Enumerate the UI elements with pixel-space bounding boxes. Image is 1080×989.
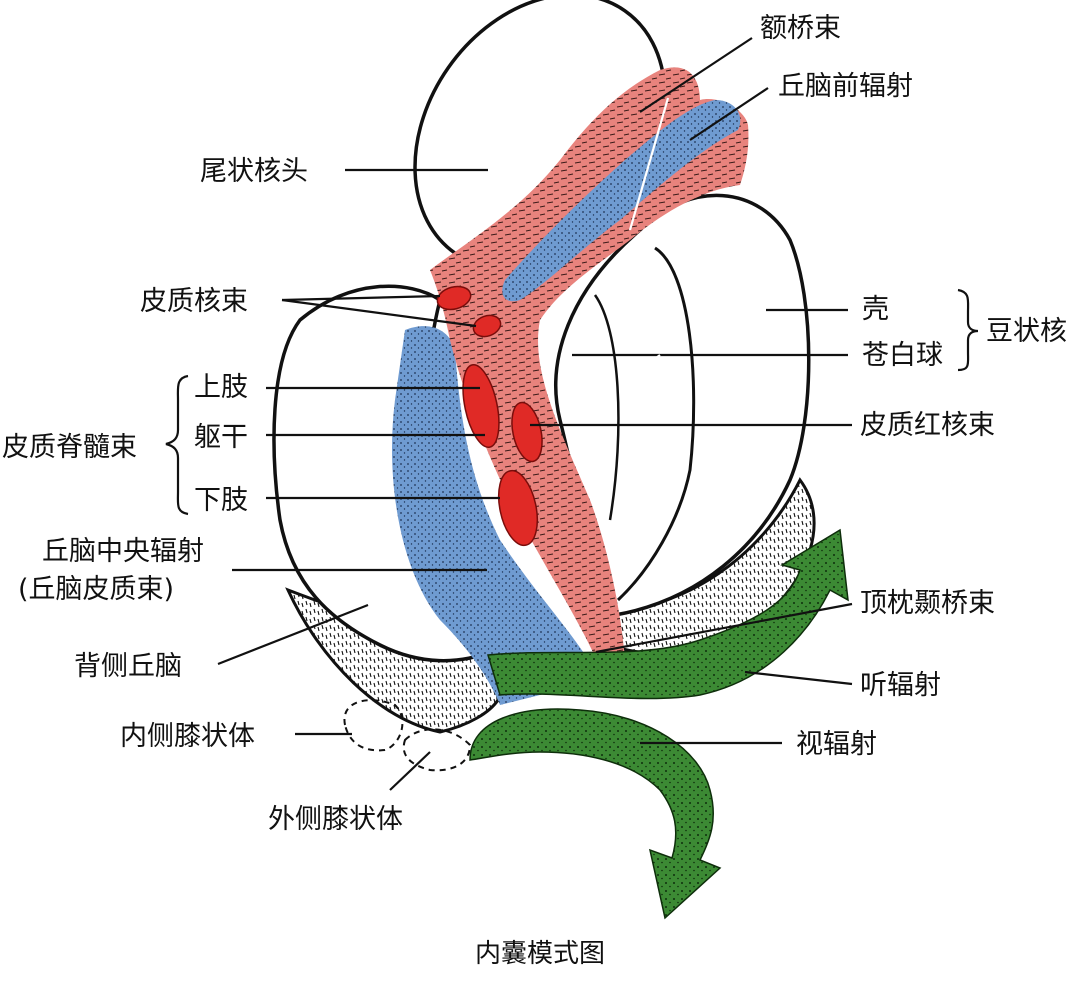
leader-corticonuclear-2 — [281, 298, 477, 328]
medial-geniculate-shape — [343, 699, 404, 752]
label-caudate-head: 尾状核头 — [200, 156, 308, 187]
upper-limb-oval — [462, 364, 500, 448]
label-globus-pallidus: 苍白球 — [862, 340, 943, 371]
lower-limb-oval — [497, 469, 539, 547]
label-lower-limb: 下肢 — [194, 485, 248, 516]
label-corticonuclear: 皮质核束 — [140, 286, 248, 317]
central-thalamic-radiation-band — [392, 326, 600, 705]
putamen-shape — [554, 193, 811, 617]
leader-frontopontine — [639, 37, 753, 113]
label-central-thalamic-radiation: 丘脑中央辐射 — [42, 536, 204, 567]
leader-anterior-thalamic — [689, 87, 769, 141]
anterior-thalamic-radiation-band — [502, 100, 741, 302]
corticospinal-bracket — [165, 374, 189, 516]
label-parieto-occipito-temporopontine: 顶枕颞桥束 — [860, 588, 995, 619]
lentiform-bracket — [957, 288, 979, 372]
label-frontopontine: 额桥束 — [760, 13, 841, 44]
label-putamen: 壳 — [862, 294, 889, 325]
leader-dorsal-thalamus — [217, 603, 369, 666]
optic-radiation-arrow — [469, 708, 722, 920]
label-medial-geniculate: 内侧膝状体 — [120, 721, 255, 752]
figure-caption: 内囊模式图 — [475, 939, 605, 969]
leader-corticonuclear-1 — [281, 294, 441, 302]
label-corticospinal: 皮质脊髓束 — [2, 432, 137, 463]
label-dorsal-thalamus: 背侧丘脑 — [74, 651, 182, 682]
label-optic-radiation: 视辐射 — [796, 729, 877, 760]
globus-pallidus-inner-line — [593, 294, 620, 521]
leader-lateral-geniculate — [389, 751, 431, 791]
trunk-oval-corticorubral — [511, 401, 543, 463]
globus-pallidus-outline — [616, 246, 696, 602]
labels: 额桥束 丘脑前辐射 尾状核头 皮质核束 壳 苍白球 豆状核 上肢 躯干 下肢 皮… — [2, 13, 1067, 969]
leader-lines — [165, 37, 979, 791]
label-corticorubral: 皮质红核束 — [860, 410, 995, 441]
lateral-geniculate-shape — [402, 728, 472, 772]
auditory-radiation-arrow — [487, 528, 849, 700]
label-upper-limb: 上肢 — [194, 372, 248, 403]
label-thalamocortical-tract: (丘脑皮质束) — [18, 574, 174, 605]
corticonuclear-oval-1 — [436, 285, 472, 311]
anatomy-drawing — [272, 0, 849, 920]
label-auditory-radiation: 听辐射 — [860, 670, 941, 701]
internal-capsule-pink-band — [430, 67, 749, 668]
label-lateral-geniculate: 外侧膝状体 — [268, 804, 403, 835]
leader-globus-pallidus-inner — [631, 354, 661, 377]
leader-frontopontine-inner — [628, 97, 670, 231]
leader-parieto-occipito-temporopontine — [595, 602, 853, 654]
label-lentiform: 豆状核 — [986, 316, 1067, 347]
label-anterior-thalamic-radiation: 丘脑前辐射 — [778, 71, 913, 102]
leader-auditory — [744, 670, 853, 686]
corticonuclear-oval-2 — [472, 314, 502, 338]
label-trunk: 躯干 — [194, 422, 248, 453]
